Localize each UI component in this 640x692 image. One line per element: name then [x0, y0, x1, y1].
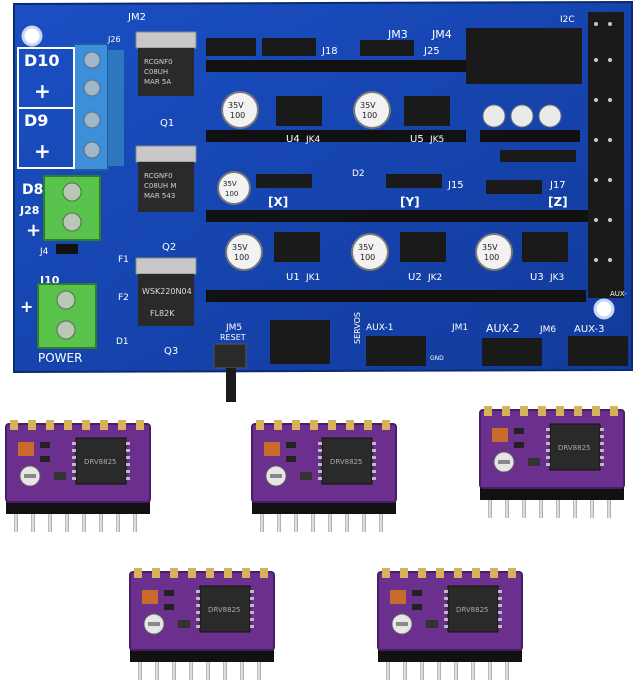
terminal-block-green-d8 — [43, 175, 101, 241]
mount-hole-bottom-right — [593, 298, 615, 320]
svg-text:Q3: Q3 — [164, 346, 178, 357]
svg-text:35V: 35V — [223, 180, 237, 188]
svg-text:100: 100 — [230, 111, 245, 120]
silk-gnd: GND — [430, 355, 444, 362]
svg-text:35V: 35V — [360, 101, 376, 110]
svg-text:35V: 35V — [482, 243, 498, 252]
silk-axis-y: [Y] — [400, 195, 420, 209]
label-d8: D8 — [22, 182, 43, 198]
svg-text:RCGNF0: RCGNF0 — [144, 58, 173, 66]
silk-u5: U5 — [410, 134, 424, 145]
svg-text:C08UH M: C08UH M — [144, 182, 176, 190]
silk-jm1: JM1 — [451, 323, 468, 333]
svg-text:JM2: JM2 — [127, 12, 146, 23]
stepper-driver-4: DRV8825 — [129, 568, 275, 680]
terminal-block-green-power — [37, 283, 97, 349]
svg-text:Q1: Q1 — [160, 118, 174, 129]
label-plus-3: + — [26, 220, 41, 241]
label-j28: J28 — [19, 204, 39, 217]
silk-jk1: JK1 — [305, 273, 320, 283]
ramps-board: D10 + D9 + D8 J28 + J10 + POWER RCGNF0 C… — [13, 0, 633, 402]
capacitors: 35V 100 35V 100 35V 100 35V 100 35V — [217, 91, 562, 271]
label-power: POWER — [38, 351, 82, 365]
svg-text:RCGNF0: RCGNF0 — [144, 172, 173, 180]
silk-servos: SERVOS — [353, 312, 362, 344]
label-plus-2: + — [34, 139, 51, 163]
label-d9: D9 — [24, 111, 48, 130]
mosfet-q1: RCGNF0 C08UH MAR 5A Q1 — [135, 31, 197, 129]
driver-chip-label: DRV8825 — [330, 458, 362, 466]
svg-text:100: 100 — [484, 253, 499, 262]
svg-text:35V: 35V — [358, 243, 374, 252]
label-plus-1: + — [34, 79, 51, 103]
jumper-headers — [206, 12, 628, 366]
silk-axis-z: [Z] — [548, 195, 568, 209]
svg-text:Q2: Q2 — [162, 242, 176, 253]
silk-j26: J26 — [107, 35, 121, 44]
silk-u2: U2 — [408, 272, 422, 283]
svg-text:FL82K: FL82K — [150, 309, 175, 318]
silk-jm4: JM4 — [431, 28, 452, 41]
terminal-block-blue — [73, 43, 124, 171]
stepper-driver-3: DRV8825 — [479, 406, 625, 518]
reset-button[interactable] — [213, 343, 247, 402]
driver-chip-label: DRV8825 — [558, 444, 590, 452]
driver-sockets — [206, 60, 606, 302]
silk-u3: U3 — [530, 272, 544, 283]
mosfet-q3: WSK220N04 FL82K Q3 — [135, 257, 197, 357]
stepper-driver-2: DRV8825 — [251, 420, 397, 532]
svg-text:D1: D1 — [116, 337, 129, 347]
silk-reset: RESET — [220, 333, 246, 342]
svg-text:C08UH: C08UH — [144, 68, 168, 76]
silk-u1: U1 — [286, 272, 300, 283]
silk-j15: J15 — [447, 180, 464, 191]
mosfet-q2: RCGNF0 C08UH M MAR 543 Q2 — [135, 145, 197, 253]
mount-hole-top-left — [21, 25, 43, 47]
driver-chip-label: DRV8825 — [84, 458, 116, 466]
silk-axis-x: [X] — [268, 195, 288, 209]
svg-text:MAR 543: MAR 543 — [144, 192, 175, 200]
silk-jk3: JK3 — [549, 273, 564, 283]
driver-chip-label: DRV8825 — [208, 606, 240, 614]
silk-jm3: JM3 — [387, 28, 408, 41]
stepper-driver-1: DRV8825 — [5, 420, 151, 532]
svg-text:35V: 35V — [228, 101, 244, 110]
silk-j18: J18 — [321, 46, 338, 57]
silk-jk4: JK4 — [305, 135, 321, 145]
driver-chip-label: DRV8825 — [456, 606, 488, 614]
svg-text:MAR 5A: MAR 5A — [144, 78, 171, 86]
silk-j17: J17 — [549, 180, 566, 191]
silk-aux2: AUX-2 — [486, 322, 520, 335]
svg-text:F2: F2 — [118, 293, 129, 303]
silk-aux: AUX- — [610, 290, 627, 298]
svg-text:100: 100 — [362, 111, 377, 120]
silk-jk5: JK5 — [429, 135, 444, 145]
silk-u4: U4 — [286, 134, 300, 145]
stepper-driver-5: DRV8825 — [377, 568, 523, 680]
svg-text:100: 100 — [234, 253, 249, 262]
svg-text:100: 100 — [225, 190, 238, 198]
silk-j25: J25 — [423, 46, 440, 57]
label-d10: D10 — [24, 51, 60, 70]
silk-d2: D2 — [352, 169, 365, 179]
svg-text:35V: 35V — [232, 243, 248, 252]
silk-jk2: JK2 — [427, 273, 442, 283]
svg-text:F1: F1 — [118, 255, 129, 265]
svg-text:WSK220N04: WSK220N04 — [142, 287, 192, 296]
svg-text:100: 100 — [360, 253, 375, 262]
svg-text:J4: J4 — [39, 247, 49, 257]
silk-aux1: AUX-1 — [366, 323, 393, 333]
silk-aux3: AUX-3 — [574, 324, 604, 335]
silk-jm5: JM5 — [225, 323, 242, 333]
silk-i2c: I2C — [560, 15, 575, 25]
label-plus-4: + — [20, 297, 33, 316]
silk-jm6: JM6 — [539, 325, 556, 335]
